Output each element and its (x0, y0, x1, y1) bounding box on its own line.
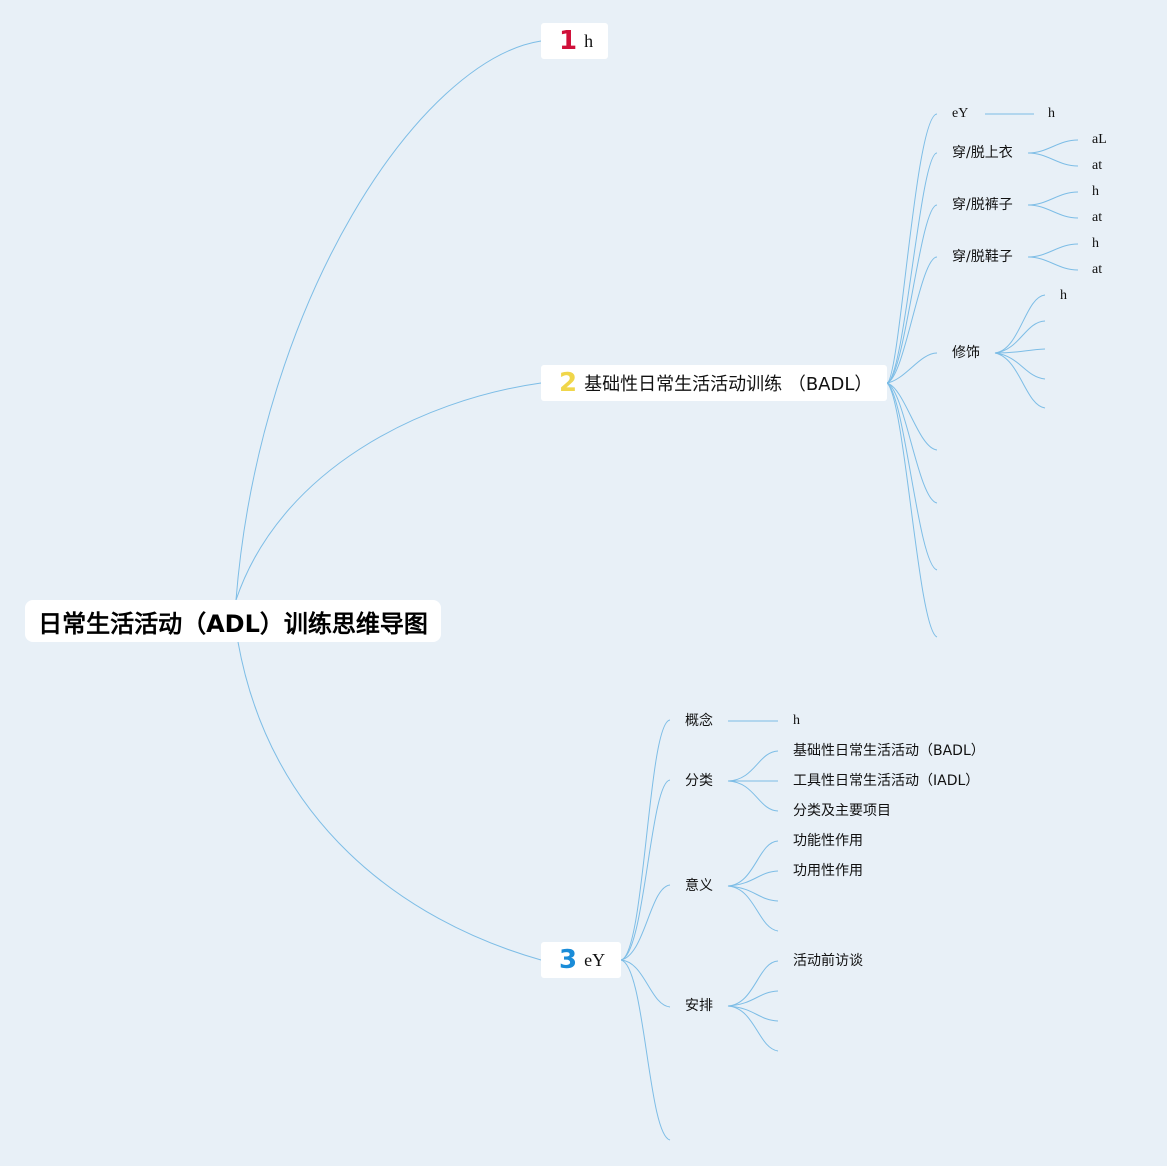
topic3-branch-concept[interactable]: 概念 (685, 713, 713, 729)
topic-1[interactable]: 1 h (541, 23, 608, 59)
topic3-branch-classification[interactable]: 分类 (685, 773, 713, 789)
classification-leaf-items[interactable]: 分类及主要项目 (793, 803, 891, 819)
badl-item1-leaf[interactable]: h (1048, 106, 1055, 121)
meaning-leaf-functional[interactable]: 功能性作用 (793, 833, 863, 849)
topic-2[interactable]: 2 基础性日常生活活动训练 （BADL） (541, 365, 887, 401)
meaning-leaf-utility[interactable]: 功用性作用 (793, 863, 863, 879)
topic-label-1: h (584, 30, 594, 51)
badl-branch-pants[interactable]: 穿/脱裤子 (952, 197, 1013, 213)
root-node[interactable]: 日常生活活动（ADL）训练思维导图 (25, 600, 441, 642)
classification-leaf-iadl[interactable]: 工具性日常生活活动（IADL） (793, 773, 980, 789)
badl-shirt-leaf-1[interactable]: aL (1092, 132, 1107, 147)
badl-branch-grooming[interactable]: 修饰 (952, 345, 980, 361)
badl-branch-item1[interactable]: eY (952, 106, 969, 121)
topic3-branch-arrangement[interactable]: 安排 (685, 998, 713, 1014)
arrangement-leaf-interview[interactable]: 活动前访谈 (793, 953, 863, 969)
badl-shoes-leaf-2[interactable]: at (1092, 262, 1103, 277)
topic-number-1: 1 (559, 26, 578, 56)
badl-branch-shirt[interactable]: 穿/脱上衣 (952, 145, 1013, 161)
root-title: 日常生活活动（ADL）训练思维导图 (38, 609, 428, 638)
badl-shirt-leaf-2[interactable]: at (1092, 158, 1103, 173)
topic3-branch-meaning[interactable]: 意义 (685, 878, 713, 894)
topic-number-3: 3 (559, 945, 578, 975)
classification-leaf-badl[interactable]: 基础性日常生活活动（BADL） (793, 743, 985, 759)
topic-label-2: 基础性日常生活活动训练 （BADL） (584, 374, 873, 395)
topic-label-3: eY (584, 949, 606, 970)
badl-grooming-leaf-1[interactable]: h (1060, 288, 1067, 303)
badl-pants-leaf-1[interactable]: h (1092, 184, 1099, 199)
concept-leaf[interactable]: h (793, 713, 800, 728)
badl-pants-leaf-2[interactable]: at (1092, 210, 1103, 225)
topic-number-2: 2 (559, 368, 578, 398)
badl-shoes-leaf-1[interactable]: h (1092, 236, 1099, 251)
badl-branch-shoes[interactable]: 穿/脱鞋子 (952, 249, 1013, 265)
topic-3[interactable]: 3 eY (541, 942, 621, 978)
